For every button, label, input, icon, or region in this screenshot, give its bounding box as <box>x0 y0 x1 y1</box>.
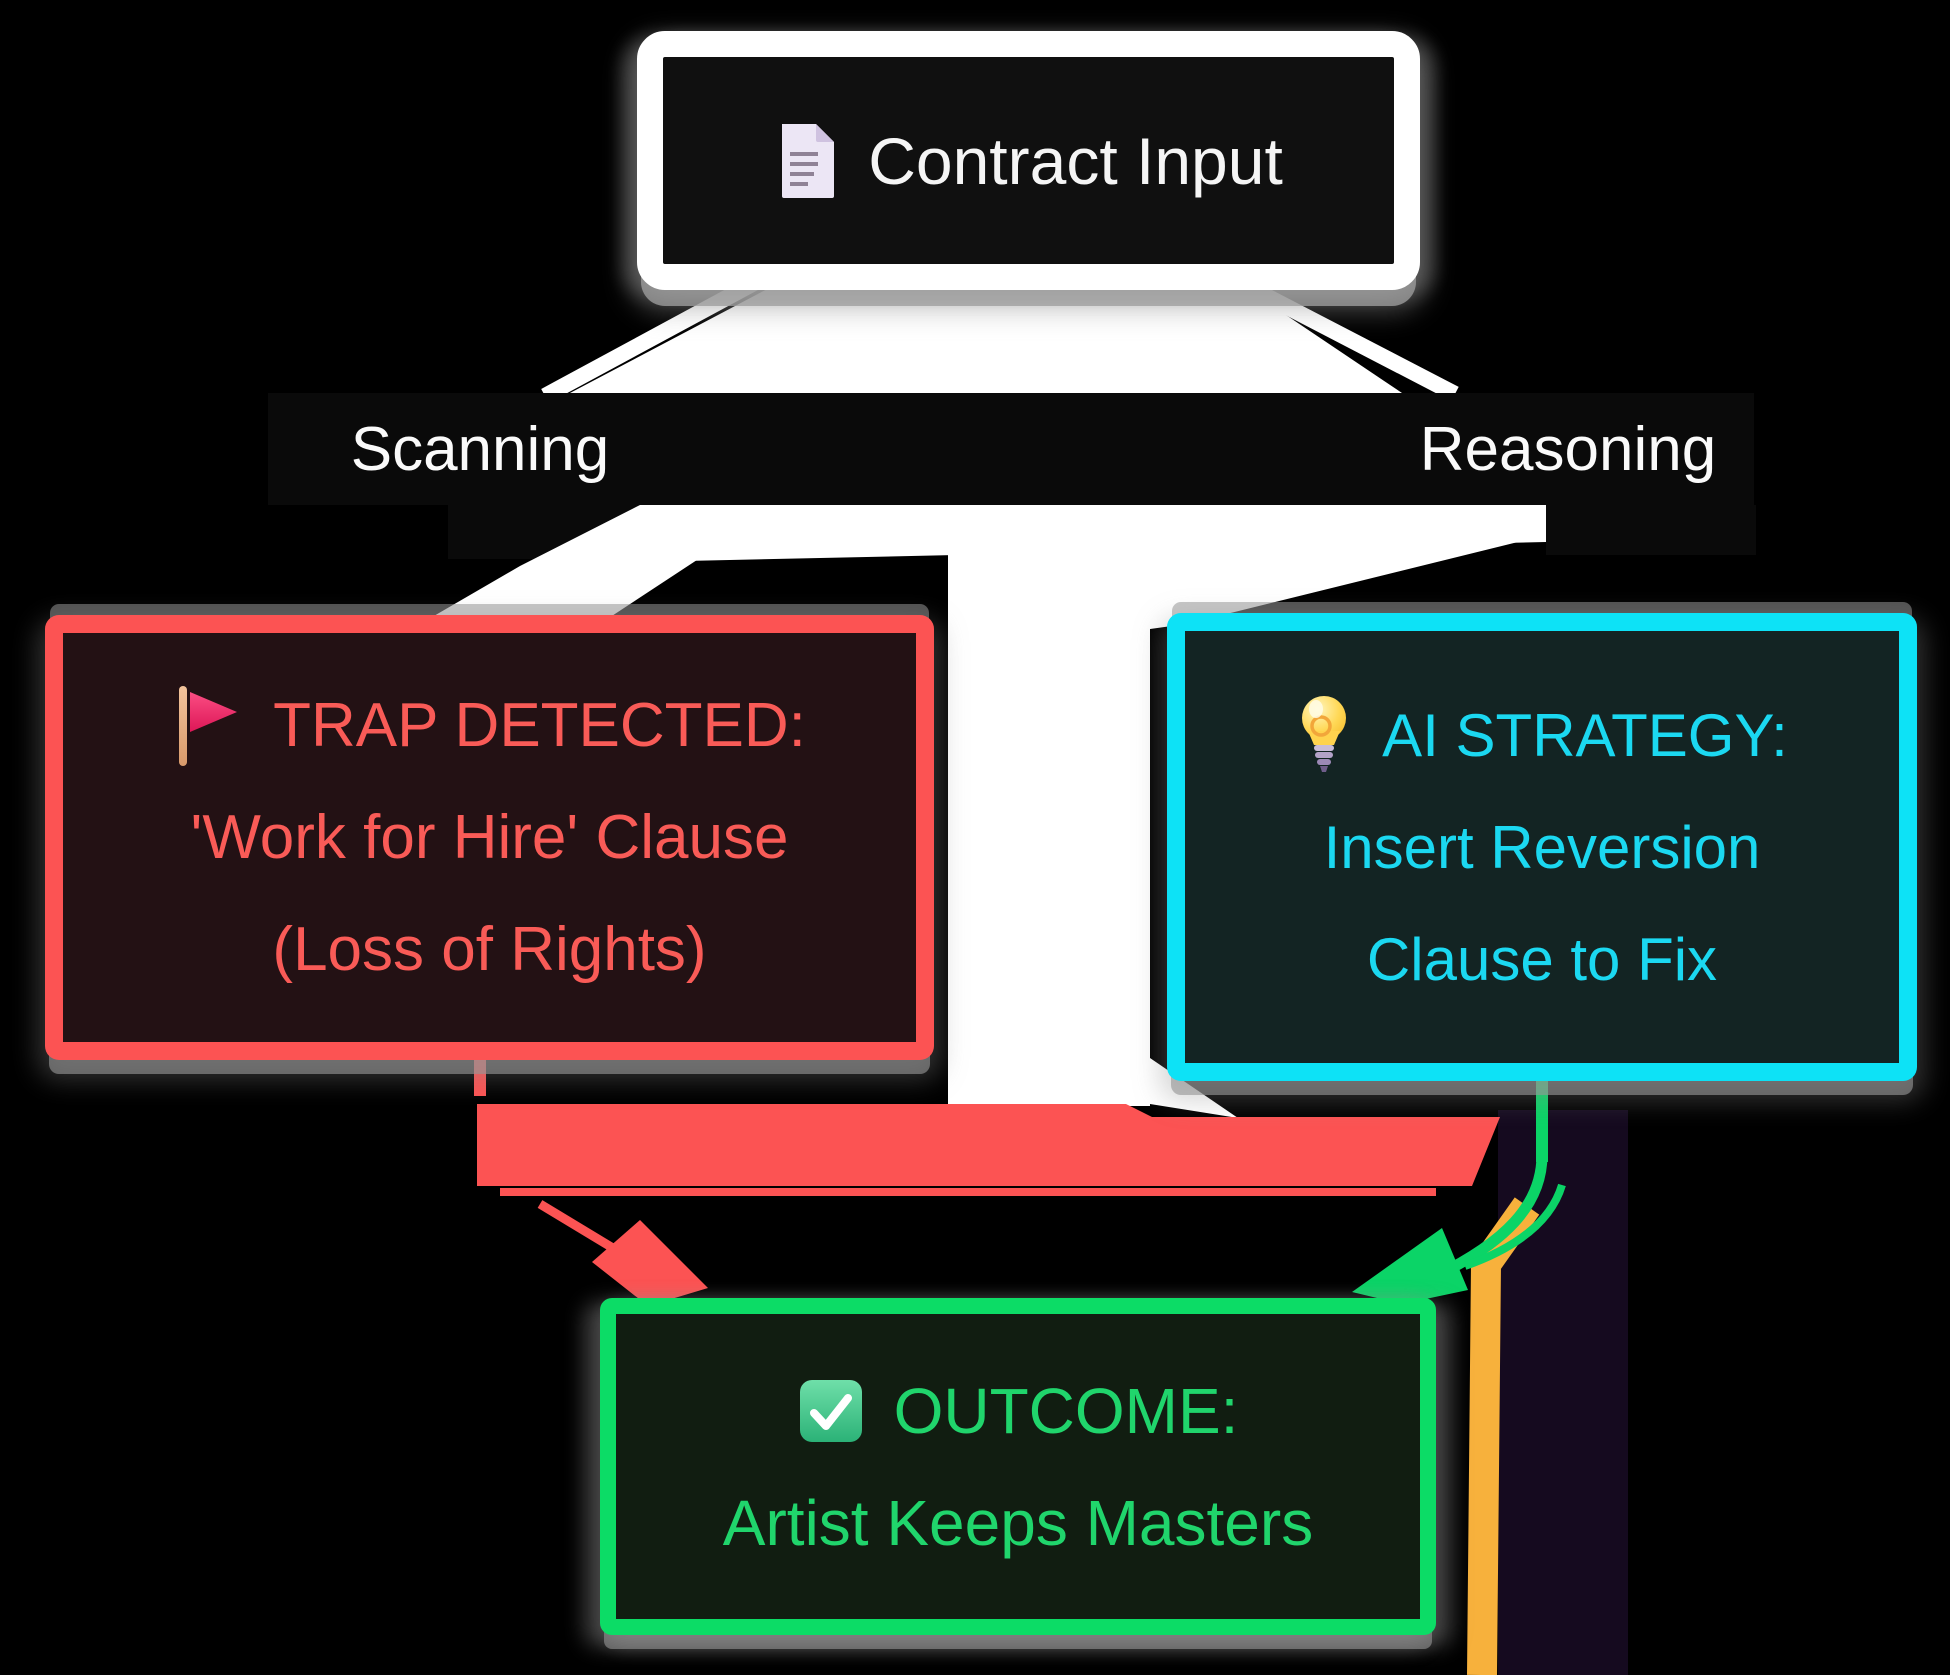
node-outcome: OUTCOME: Artist Keeps Masters <box>600 1298 1436 1635</box>
trap-edge-band <box>477 1104 1500 1186</box>
node-contract-input: Contract Input <box>637 31 1420 290</box>
lightbulb-icon <box>1296 693 1352 777</box>
edge-label-reasoning-text: Reasoning <box>1419 414 1717 484</box>
node-outcome-heading-row: OUTCOME: <box>798 1355 1239 1467</box>
node-trap-detected: TRAP DETECTED: 'Work for Hire' Clause (L… <box>45 615 934 1060</box>
edge-label-band-extension <box>1546 505 1756 555</box>
trap-arrowhead <box>592 1220 708 1306</box>
strategy-arrowhead <box>1352 1228 1468 1304</box>
check-icon <box>798 1378 864 1444</box>
node-outcome-heading: OUTCOME: <box>893 1374 1239 1447</box>
edge-label-band <box>268 393 1754 505</box>
edge-label-reasoning: Reasoning <box>1380 393 1756 505</box>
white-center-column <box>948 538 1150 1106</box>
node-trap-line2: 'Work for Hire' Clause <box>190 803 789 872</box>
purple-accent-stripe <box>1498 1110 1628 1675</box>
strategy-edge-stub <box>1536 1081 1548 1162</box>
node-contract-input-label: Contract Input <box>868 123 1283 198</box>
node-outcome-line2: Artist Keeps Masters <box>722 1486 1314 1559</box>
document-icon <box>774 122 838 200</box>
white-funnel-strip <box>640 505 1546 562</box>
trap-edge-underline <box>500 1188 1436 1196</box>
trap-edge-stub <box>474 1058 486 1096</box>
strategy-edge-curve <box>1429 1154 1548 1283</box>
edge-wedge <box>570 276 1402 393</box>
red-flag-icon <box>173 683 243 769</box>
edge-label-scanning-text: Scanning <box>350 414 610 484</box>
strategy-edge-curve-2 <box>1463 1183 1566 1270</box>
node-contract-input-row: Contract Input <box>774 105 1283 217</box>
node-strategy-line2: Insert Reversion <box>1323 813 1761 881</box>
node-trap-heading: TRAP DETECTED: <box>273 691 806 760</box>
trap-edge-diagonal <box>537 1200 649 1272</box>
yellow-accent-stripe <box>1467 1197 1540 1675</box>
edge-label-scanning: Scanning <box>268 393 692 505</box>
node-ai-strategy: AI STRATEGY: Insert Reversion Clause to … <box>1167 613 1917 1081</box>
node-strategy-heading: AI STRATEGY: <box>1382 701 1788 769</box>
edge-label-band-extension <box>448 505 645 559</box>
node-strategy-line3: Clause to Fix <box>1366 925 1718 993</box>
node-strategy-heading-row: AI STRATEGY: <box>1296 679 1788 791</box>
node-trap-heading-row: TRAP DETECTED: <box>173 670 806 782</box>
node-trap-line3: (Loss of Rights) <box>272 915 707 984</box>
